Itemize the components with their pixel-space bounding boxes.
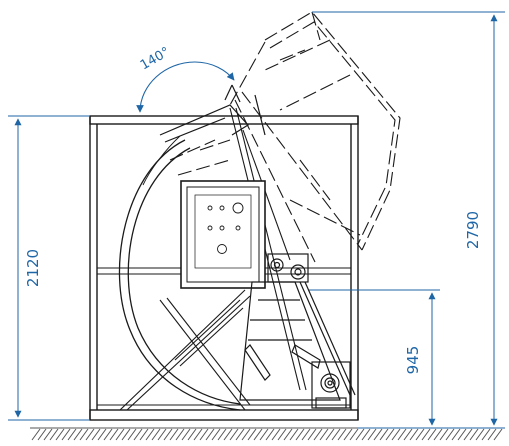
hatch-stroke	[403, 428, 413, 441]
hatch-stroke	[157, 428, 167, 441]
hatch-stroke	[145, 428, 155, 441]
hatch-stroke	[133, 428, 143, 441]
hatch-stroke	[253, 428, 263, 441]
motor-assembly	[311, 361, 351, 409]
hatch-stroke	[247, 428, 257, 441]
pivot-height-label: 945	[404, 346, 422, 375]
hatch-stroke	[181, 428, 191, 441]
hatch-stroke	[379, 428, 389, 441]
lift-tower	[239, 281, 356, 401]
hatch-stroke	[349, 428, 359, 441]
hatch-stroke	[67, 428, 77, 441]
hatch-stroke	[439, 428, 449, 441]
hatch-stroke	[415, 428, 425, 441]
hatch-stroke	[265, 428, 275, 441]
hatch-stroke	[193, 428, 203, 441]
hatch-stroke	[427, 428, 437, 441]
max-height-label: 2790	[464, 211, 482, 249]
hatch-stroke	[283, 428, 293, 441]
hatch-stroke	[331, 428, 341, 441]
hatch-stroke	[445, 428, 455, 441]
hatch-stroke	[481, 428, 491, 441]
hatch-stroke	[373, 428, 383, 441]
hatch-stroke	[241, 428, 251, 441]
hatch-stroke	[175, 428, 185, 441]
hatch-stroke	[79, 428, 89, 441]
pivot-hub	[267, 253, 440, 291]
hatch-stroke	[235, 428, 245, 441]
hatch-stroke	[355, 428, 365, 441]
hatch-stroke	[187, 428, 197, 441]
hatch-stroke	[367, 428, 377, 441]
tilted-bin-solid	[159, 84, 266, 143]
hatch-stroke	[469, 428, 479, 441]
drum-arc	[118, 135, 241, 411]
control-panel	[180, 180, 266, 289]
hatch-stroke	[85, 428, 95, 441]
hatch-stroke	[211, 428, 221, 441]
control-buttons	[207, 202, 244, 254]
hatch-stroke	[97, 428, 107, 441]
hatch-stroke	[229, 428, 239, 441]
hatch-stroke	[487, 428, 497, 441]
hatch-stroke	[151, 428, 161, 441]
dashed-bin-outline	[169, 11, 401, 263]
hatch-stroke	[397, 428, 407, 441]
hatch-stroke	[463, 428, 473, 441]
hatch-stroke	[319, 428, 329, 441]
hatch-stroke	[115, 428, 125, 441]
hatch-stroke	[31, 428, 41, 441]
frame-height-label: 2120	[24, 249, 42, 287]
hatch-stroke	[49, 428, 59, 441]
hatch-stroke	[343, 428, 353, 441]
hatch-stroke	[91, 428, 101, 441]
hatch-stroke	[475, 428, 485, 441]
hatch-stroke	[205, 428, 215, 441]
hatch-stroke	[73, 428, 83, 441]
hatch-stroke	[421, 428, 431, 441]
hatch-stroke	[43, 428, 53, 441]
hatch-stroke	[451, 428, 461, 441]
hatch-stroke	[169, 428, 179, 441]
hatch-stroke	[163, 428, 173, 441]
hatch-stroke	[313, 428, 323, 441]
hatch-stroke	[307, 428, 317, 441]
hatch-stroke	[361, 428, 371, 441]
hatch-stroke	[385, 428, 395, 441]
hatch-stroke	[295, 428, 305, 441]
hatch-stroke	[127, 428, 137, 441]
hatch-stroke	[325, 428, 335, 441]
machine-frame	[89, 115, 359, 421]
hatch-stroke	[271, 428, 281, 441]
hatch-stroke	[61, 428, 71, 441]
hatch-stroke	[139, 428, 149, 441]
hatch-stroke	[337, 428, 347, 441]
dimension-frame-height	[8, 115, 90, 421]
hatch-stroke	[223, 428, 233, 441]
hatch-stroke	[37, 428, 47, 441]
hatch-stroke	[301, 428, 311, 441]
hatch-stroke	[409, 428, 419, 441]
hatch-stroke	[289, 428, 299, 441]
hatch-stroke	[199, 428, 209, 441]
hatch-stroke	[493, 428, 503, 441]
hatch-stroke	[121, 428, 131, 441]
ground-hatching	[30, 427, 503, 441]
hatch-stroke	[103, 428, 113, 441]
rotation-angle-indicator	[136, 61, 235, 113]
hatch-stroke	[109, 428, 119, 441]
hatch-stroke	[391, 428, 401, 441]
dimension-max-height	[312, 11, 505, 429]
hatch-stroke	[277, 428, 287, 441]
hatch-stroke	[259, 428, 269, 441]
hatch-stroke	[55, 428, 65, 441]
hatch-stroke	[217, 428, 227, 441]
hatch-stroke	[433, 428, 443, 441]
hatch-stroke	[457, 428, 467, 441]
